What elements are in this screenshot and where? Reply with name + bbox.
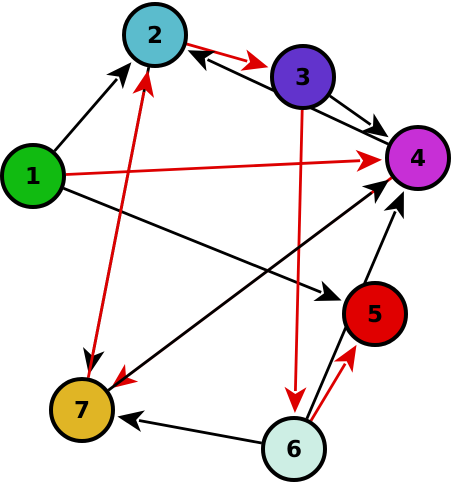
node-label: 4 xyxy=(410,146,426,172)
node-6: 6 xyxy=(261,416,327,482)
node-circle xyxy=(0,143,66,209)
edge-1-to-5 xyxy=(63,187,342,301)
edge-2-to-3 xyxy=(186,42,269,71)
node-5: 5 xyxy=(342,281,408,347)
node-label: 1 xyxy=(25,164,41,190)
edge-line xyxy=(107,191,373,392)
edge-line xyxy=(186,42,248,63)
arrowhead xyxy=(361,179,390,204)
edge-line xyxy=(53,77,119,152)
edge-3-to-6 xyxy=(284,109,307,413)
edge-1-to-2 xyxy=(53,62,132,152)
arrowhead xyxy=(187,50,216,72)
arrowhead xyxy=(383,191,404,220)
arrowhead xyxy=(240,49,269,71)
edge-line xyxy=(86,91,146,378)
graph-nodes: 1 2 3 4 5 6 7 xyxy=(0,2,451,482)
arrowhead xyxy=(117,410,145,432)
arrowhead xyxy=(284,386,307,413)
node-2: 2 xyxy=(122,2,188,68)
arrowhead xyxy=(355,149,382,172)
edge-line xyxy=(63,187,322,294)
node-3: 3 xyxy=(270,44,336,110)
arrowhead xyxy=(333,344,357,373)
arrowhead xyxy=(83,347,105,375)
edge-6-to-5 xyxy=(309,344,357,422)
node-label: 3 xyxy=(295,65,311,91)
node-circle xyxy=(385,125,451,191)
arrowhead xyxy=(132,70,154,98)
edge-6-to-7 xyxy=(117,410,262,445)
edge-line xyxy=(329,94,372,126)
node-4: 4 xyxy=(385,125,451,191)
edge-line xyxy=(294,109,304,392)
node-circle xyxy=(49,377,115,443)
node-label: 2 xyxy=(147,23,163,49)
node-1: 1 xyxy=(0,143,66,209)
edge-line xyxy=(65,159,361,176)
node-7: 7 xyxy=(49,377,115,443)
node-label: 5 xyxy=(367,302,383,328)
edge-7-to-4 xyxy=(107,179,390,392)
node-circle xyxy=(342,281,408,347)
node-circle xyxy=(122,2,188,68)
arrowhead xyxy=(106,62,132,90)
node-circle xyxy=(270,44,336,110)
edge-1-to-4 xyxy=(65,149,382,176)
edge-line xyxy=(138,419,262,445)
edge-line xyxy=(309,362,347,422)
edge-3-to-4 xyxy=(329,94,389,138)
arrowhead xyxy=(313,280,342,301)
node-circle xyxy=(261,416,327,482)
graph-edges xyxy=(53,42,404,445)
arrowhead xyxy=(361,113,389,138)
node-label: 6 xyxy=(286,437,302,463)
node-label: 7 xyxy=(74,398,90,424)
edge-7-to-2 xyxy=(86,70,154,378)
